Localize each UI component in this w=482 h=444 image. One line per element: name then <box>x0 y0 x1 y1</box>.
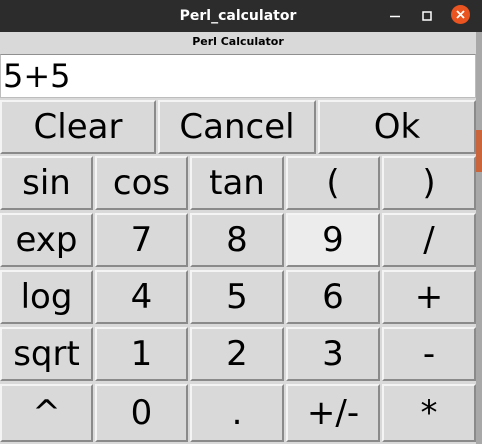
digit-3-button[interactable]: 3 <box>286 327 380 381</box>
calculator-content: Perl Calculator Clear Cancel Ok sin cos … <box>0 32 482 444</box>
maximize-icon <box>422 11 432 21</box>
frame-label: Perl Calculator <box>192 35 284 48</box>
window-title: Perl_calculator <box>179 8 297 24</box>
digit-2-button[interactable]: 2 <box>190 327 284 381</box>
background-window-accent <box>476 130 482 172</box>
minimize-button[interactable] <box>385 6 405 26</box>
digit-5-button[interactable]: 5 <box>190 270 284 324</box>
digit-9-button[interactable]: 9 <box>286 213 380 267</box>
log-button[interactable]: log <box>0 270 93 324</box>
sin-button[interactable]: sin <box>0 156 93 210</box>
digit-0-button[interactable]: 0 <box>95 384 188 442</box>
multiply-button[interactable]: * <box>382 384 476 442</box>
sqrt-button[interactable]: sqrt <box>0 327 93 381</box>
digit-4-button[interactable]: 4 <box>95 270 188 324</box>
plus-button[interactable]: + <box>382 270 476 324</box>
digit-1-button[interactable]: 1 <box>95 327 188 381</box>
digit-7-button[interactable]: 7 <box>95 213 188 267</box>
close-button[interactable] <box>451 5 470 24</box>
maximize-button[interactable] <box>417 6 437 26</box>
ok-button[interactable]: Ok <box>318 100 476 154</box>
digit-8-button[interactable]: 8 <box>190 213 284 267</box>
negate-button[interactable]: +/- <box>286 384 380 442</box>
minimize-icon <box>390 15 400 18</box>
close-paren-button[interactable]: ) <box>382 156 476 210</box>
digit-6-button[interactable]: 6 <box>286 270 380 324</box>
clear-button[interactable]: Clear <box>0 100 156 154</box>
power-button[interactable]: ^ <box>0 384 93 442</box>
divide-button[interactable]: / <box>382 213 476 267</box>
close-icon <box>456 10 465 19</box>
decimal-point-button[interactable]: . <box>190 384 284 442</box>
open-paren-button[interactable]: ( <box>286 156 380 210</box>
exp-button[interactable]: exp <box>0 213 93 267</box>
background-window-edge <box>476 32 482 444</box>
title-bar[interactable]: Perl_calculator <box>0 0 482 32</box>
minus-button[interactable]: - <box>382 327 476 381</box>
tan-button[interactable]: tan <box>190 156 284 210</box>
cos-button[interactable]: cos <box>95 156 188 210</box>
expression-display[interactable] <box>0 54 476 98</box>
cancel-button[interactable]: Cancel <box>158 100 316 154</box>
